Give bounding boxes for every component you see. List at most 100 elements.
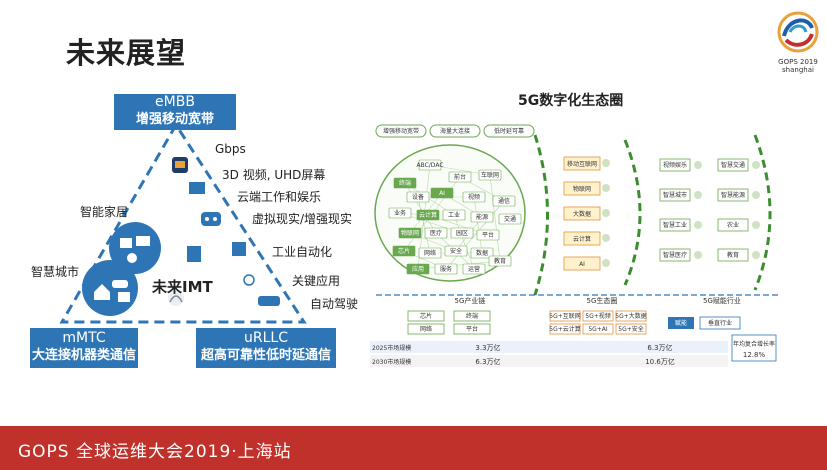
- vertical-label: 垂直行业: [708, 319, 732, 327]
- network-node: [434, 263, 458, 275]
- embb-cn: 增强移动宽带: [135, 112, 214, 127]
- network-node: [424, 227, 448, 239]
- logo-line1: GOPS 2019: [778, 58, 818, 66]
- network-node-label: 运营: [468, 265, 480, 273]
- tech-label: 大数据: [573, 210, 591, 218]
- tech-box: [563, 181, 601, 196]
- network-node-label: 前台: [454, 173, 466, 181]
- network-node: [470, 247, 494, 259]
- network-node: [498, 213, 522, 225]
- network-link: [489, 174, 501, 262]
- network-node-label: ABC/DAC: [416, 162, 443, 169]
- network-node-label: 设备: [412, 193, 424, 201]
- eco-box: [582, 310, 614, 322]
- network-node: [406, 191, 430, 203]
- industry-icon: [752, 221, 760, 229]
- footer-bar: GOPS 全球运维大会2019·上海站: [0, 426, 827, 470]
- label-smart-home: 智能家居: [80, 205, 129, 219]
- industry-icon: [694, 161, 702, 169]
- tech-icon: [602, 259, 610, 267]
- network-link: [445, 200, 505, 270]
- network-node-label: 车联网: [481, 171, 499, 179]
- network-node-label: 芯片: [398, 247, 410, 255]
- network-node-label: 应用: [412, 265, 424, 273]
- network-node-label: 交通: [504, 215, 516, 223]
- network-node-label: 园区: [456, 230, 468, 237]
- network-node: [398, 227, 422, 239]
- chain-label: 芯片: [420, 312, 432, 320]
- industry-icon: [752, 191, 760, 199]
- tech-label: AI: [579, 261, 585, 268]
- embb-box: eMBB 增强移动宽带: [114, 94, 236, 130]
- tech-box: [563, 256, 601, 271]
- tech-icon: [602, 209, 610, 217]
- chain-box: [407, 323, 445, 335]
- eco-label: 5G+AI: [588, 326, 608, 333]
- industry-icon: [752, 161, 760, 169]
- ecosystem-title: 5G数字化生态圈: [518, 93, 624, 109]
- network-node-label: 物联网: [401, 229, 419, 237]
- tech-label: 云计算: [573, 235, 591, 243]
- urllc-box: uRLLC 超高可靠性低时延通信: [196, 328, 336, 368]
- tag-pill: [429, 124, 481, 138]
- mmtc-en: mMTC: [62, 330, 106, 346]
- tag-pill: [375, 124, 427, 138]
- market-row: [370, 341, 728, 353]
- network-node-label: AI: [439, 190, 445, 197]
- market-row: [370, 355, 728, 367]
- industry-box: [659, 218, 691, 232]
- eco-box: [549, 310, 581, 322]
- tag-label: 海量大连接: [440, 127, 470, 135]
- network-node: [418, 247, 442, 259]
- network-link: [417, 196, 431, 254]
- eco-label: 5G+大数据: [615, 312, 647, 320]
- network-node: [470, 211, 494, 223]
- divider-arc: [533, 134, 549, 296]
- network-node: [406, 263, 430, 275]
- network-node: [418, 159, 442, 171]
- industry-icon: [694, 221, 702, 229]
- network-link: [453, 214, 475, 270]
- network-link: [473, 196, 483, 254]
- industry-label: 智慧城市: [663, 191, 687, 199]
- divider-arc: [623, 139, 642, 286]
- network-node-label: 终端: [399, 179, 411, 187]
- eco-box: [615, 310, 647, 322]
- tag-label: 增强移动宽带: [383, 127, 419, 135]
- cagr-label: 年均复合增长率: [733, 340, 775, 348]
- eco-box: [582, 323, 614, 335]
- tech-icon: [602, 184, 610, 192]
- section-label: 5G生态圈: [587, 296, 618, 305]
- network-node: [392, 245, 416, 257]
- network-node: [444, 245, 468, 257]
- section-label: 5G产业链: [455, 296, 486, 305]
- chain-box: [453, 310, 491, 322]
- ecosystem-diagram: 增强移动宽带海量大连接低时延可靠ABC/DAC终端前台车联网设备AI视频通信业务…: [370, 124, 780, 367]
- chain-label: 终端: [466, 312, 478, 320]
- tech-box: [563, 231, 601, 246]
- network-node-label: 工业: [448, 211, 460, 219]
- network-node-label: 平台: [482, 231, 494, 239]
- section-label: 5G赋能行业: [703, 296, 741, 305]
- network-link: [417, 260, 501, 270]
- tech-box: [563, 156, 601, 171]
- label-video: 3D 视频, UHD屏幕: [222, 168, 326, 182]
- industry-box: [659, 248, 691, 262]
- industry-box: [717, 158, 749, 172]
- network-node-label: 安全: [450, 247, 462, 255]
- tag-label: 低时延可靠: [494, 127, 524, 135]
- eco-label: 5G+视频: [585, 312, 611, 320]
- label-driving: 自动驾驶: [310, 297, 359, 311]
- network-node-label: 业务: [394, 209, 406, 217]
- chain-box: [453, 323, 491, 335]
- network-node-label: 数据: [476, 249, 488, 257]
- network-node: [462, 191, 486, 203]
- industry-icon: [752, 251, 760, 259]
- tag-pill: [483, 124, 535, 138]
- swirl-logo-icon: [777, 11, 819, 53]
- industry-label: 教育: [727, 251, 739, 259]
- network-node-label: 医疗: [430, 229, 442, 237]
- network-node: [476, 229, 500, 241]
- industry-label: 智慧能源: [721, 191, 745, 199]
- network-node: [478, 169, 502, 181]
